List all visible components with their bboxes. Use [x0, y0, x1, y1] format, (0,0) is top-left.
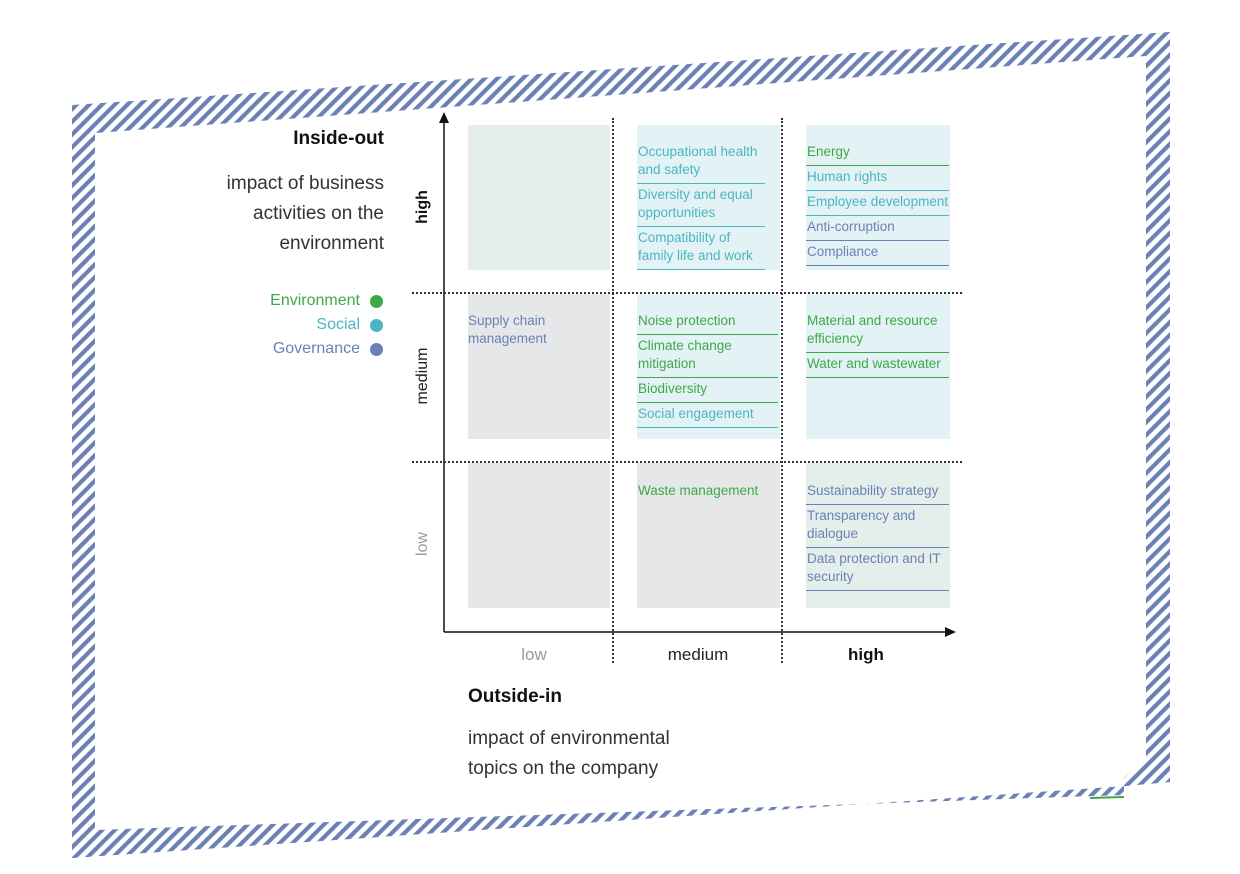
topic-item: Energy: [806, 141, 949, 166]
topic-item: Occupational health and safety: [637, 141, 765, 184]
y-axis-arrow-icon: [439, 112, 449, 123]
cell-medium-high-bg: [806, 294, 950, 439]
legend-label: Social: [316, 316, 360, 333]
legend-label: Governance: [272, 340, 360, 357]
cell-high-medium: Occupational health and safety Diversity…: [637, 141, 765, 270]
topic-item: Material and resource efficiency: [806, 310, 949, 353]
topic-item: Compatibility of family life and work: [637, 227, 765, 270]
topic-item: Waste management: [638, 483, 759, 498]
legend-item-governance: Governance: [273, 340, 383, 358]
cell-low-medium: Waste management: [637, 480, 778, 504]
green-dot-icon: [370, 294, 383, 308]
cell-medium-medium-bg: [637, 294, 780, 439]
blue-dot-icon: [370, 342, 383, 356]
x-desc-line: impact of environmental: [468, 728, 670, 749]
grid-divider: [412, 292, 962, 294]
y-desc-line: impact of business: [226, 173, 384, 194]
cell-low-low: [468, 463, 610, 608]
topic-item: Human rights: [806, 166, 949, 191]
y-level-high: high: [414, 190, 431, 224]
topic-item: Anti-corruption: [806, 216, 949, 241]
topic-item: Transparency and dialogue: [806, 505, 949, 548]
legend-label: Environment: [270, 292, 360, 309]
topic-item: Social engagement: [637, 403, 778, 428]
grid-divider: [612, 118, 614, 663]
topic-item: Employee development: [806, 191, 949, 216]
cell-low-high: Sustainability strategy Transparency and…: [806, 480, 949, 591]
x-axis-title: Outside-in: [468, 686, 562, 707]
cell-medium-low-bg: [468, 294, 610, 439]
axes: [439, 112, 956, 637]
teal-dot-icon: [370, 318, 383, 332]
legend-item-environment: Environment: [270, 292, 383, 310]
topic-item: Noise protection: [637, 310, 778, 335]
cell-low-high-bg: [806, 463, 950, 608]
topic-item: Sustainability strategy: [806, 480, 949, 505]
y-desc-line: environment: [279, 233, 384, 254]
cell-high-medium-bg: [637, 125, 780, 270]
y-desc-line: activities on the: [253, 203, 384, 224]
topic-item: Water and wastewater: [806, 353, 949, 378]
topic-item: Supply chain management: [468, 313, 547, 346]
grid-divider: [781, 118, 783, 663]
cell-high-high: Energy Human rights Employee development…: [806, 141, 949, 266]
topic-item: Data protection and IT security: [806, 548, 949, 591]
cell-medium-low: Supply chain management: [467, 310, 577, 352]
y-axis-title: Inside-out: [293, 128, 384, 149]
x-axis-arrow-icon: [945, 627, 956, 637]
cell-medium-high: Material and resource efficiency Water a…: [806, 310, 949, 378]
cell-high-high-bg: [806, 125, 950, 270]
x-level-medium: medium: [667, 645, 729, 664]
x-desc-line: topics on the company: [468, 758, 659, 779]
cell-high-low: [468, 125, 610, 270]
topic-item: Biodiversity: [637, 378, 778, 403]
legend-item-social: Social: [316, 316, 383, 334]
cell-low-medium-bg: [637, 463, 780, 608]
x-level-low: low: [521, 645, 547, 664]
topic-item: Climate change mitigation: [637, 335, 778, 378]
x-level-high: high: [848, 645, 884, 664]
y-level-low: low: [414, 532, 431, 557]
topic-item: Diversity and equal opportunities: [637, 184, 765, 227]
y-axis-description: impact of business activities on the env…: [227, 169, 384, 259]
cell-medium-medium: Noise protection Climate change mitigati…: [637, 310, 778, 428]
y-level-medium: medium: [414, 347, 431, 405]
topic-item: Compliance: [806, 241, 949, 266]
grid-divider: [412, 461, 962, 463]
x-axis-description: impact of environmental topics on the co…: [468, 724, 670, 784]
